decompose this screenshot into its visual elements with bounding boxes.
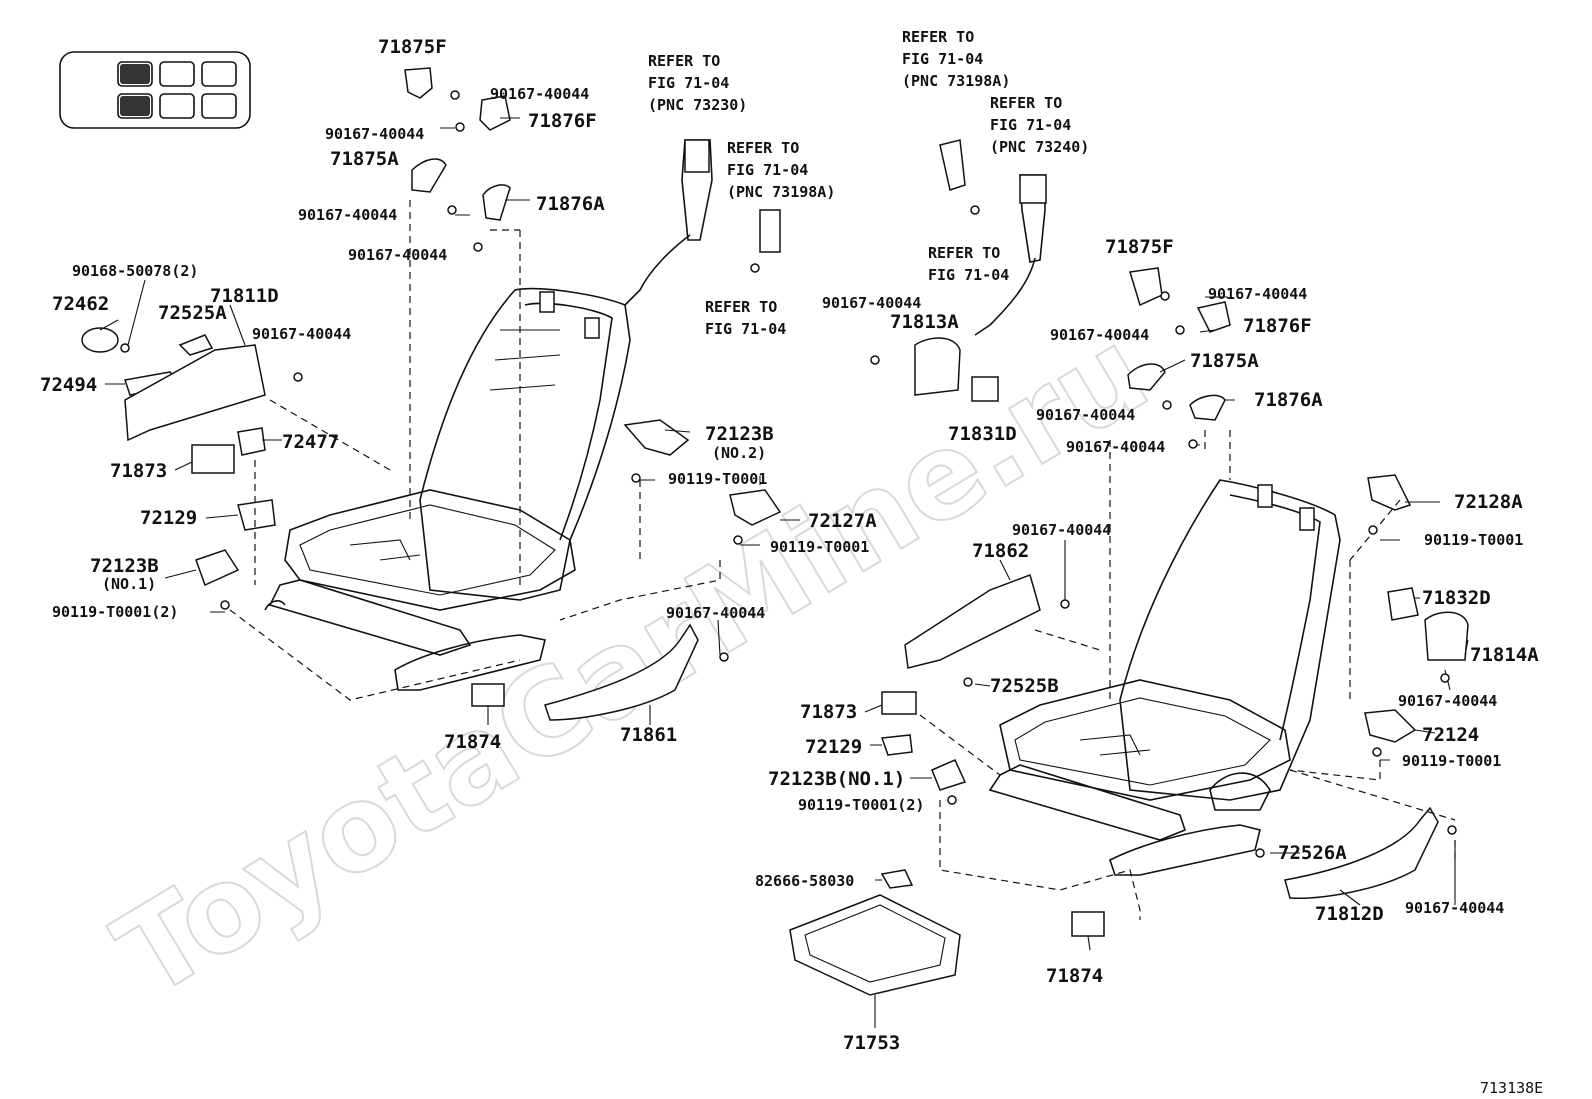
fasteners [120, 90, 1457, 858]
part-label: 90119-T0001 [1402, 752, 1501, 770]
watermark: ToyotaCarMine.ru [93, 301, 1170, 1024]
seat-layout-icon [59, 51, 251, 129]
left-seat-frame [264, 287, 631, 691]
part-label: 72129 [140, 507, 197, 529]
part-label: REFER TO [928, 244, 1000, 262]
part-label: (PNC 73198A) [727, 183, 835, 201]
part-label: 71814A [1470, 644, 1539, 666]
part-label: 72123B [90, 555, 159, 577]
part-label: 72494 [40, 374, 97, 396]
part-label: 72123B [705, 423, 774, 445]
part-label: 71876A [1254, 389, 1323, 411]
part-label: 72123B(NO.1) [768, 768, 905, 790]
leader-lines [99, 117, 1469, 1028]
part-label: 90167-40044 [298, 206, 397, 224]
part-label: 90167-40044 [1050, 326, 1149, 344]
part-label: 71813A [890, 311, 959, 333]
part-label: 90119-T0001(2) [798, 796, 924, 814]
part-label: 72129 [805, 736, 862, 758]
part-label: FIG 71-04 [990, 116, 1071, 134]
part-label: 71874 [444, 731, 501, 753]
part-label: 71832D [1422, 587, 1491, 609]
part-label: 71875F [378, 36, 447, 58]
part-label: 71753 [843, 1032, 900, 1054]
part-label: 72128A [1454, 491, 1523, 513]
right-seat-frame [988, 479, 1341, 876]
part-label: 71875A [1190, 350, 1259, 372]
part-label: 90167-40044 [1398, 692, 1497, 710]
part-label: 90168-50078(2) [72, 262, 198, 280]
part-label: 90167-40044 [325, 125, 424, 143]
part-label: REFER TO [902, 28, 974, 46]
part-label: 71876A [536, 193, 605, 215]
left-part-shapes [81, 67, 782, 721]
part-label: 90167-40044 [822, 294, 921, 312]
part-labels: 71875F 90167-40044 71876F 90167-40044 71… [40, 28, 1539, 1054]
part-label: 71811D [210, 285, 279, 307]
part-label: 72525B [990, 675, 1059, 697]
part-label: REFER TO [727, 139, 799, 157]
part-label: 72124 [1422, 724, 1479, 746]
part-label: FIG 71-04 [648, 74, 729, 92]
part-label: 82666-58030 [755, 872, 854, 890]
part-label: (PNC 73240) [990, 138, 1089, 156]
part-label: FIG 71-04 [705, 320, 786, 338]
part-label: REFER TO [705, 298, 777, 316]
part-label: 72525A [158, 302, 227, 324]
part-label: 72477 [282, 431, 339, 453]
part-label: 72127A [808, 510, 877, 532]
part-label: FIG 71-04 [902, 50, 983, 68]
diagram-code: 713138E [1480, 1079, 1543, 1097]
part-label: 90119-T0001(2) [52, 603, 178, 621]
part-label: 90119-T0001 [1424, 531, 1523, 549]
part-label: 90167-40044 [1066, 438, 1165, 456]
part-label: 72526A [1278, 842, 1347, 864]
part-label: 90167-40044 [348, 246, 447, 264]
part-label: 71812D [1315, 903, 1384, 925]
part-label: 90167-40044 [1405, 899, 1504, 917]
part-label: 71873 [800, 701, 857, 723]
part-label: REFER TO [648, 52, 720, 70]
part-label: 71876F [528, 110, 597, 132]
right-part-shapes [789, 139, 1469, 996]
part-label: 90167-40044 [252, 325, 351, 343]
part-label: (NO.2) [712, 444, 766, 462]
part-label: 90119-T0001 [668, 470, 767, 488]
part-label: 90167-40044 [1208, 285, 1307, 303]
part-label: 71873 [110, 460, 167, 482]
part-label: 90119-T0001 [770, 538, 869, 556]
part-label: 71875A [330, 148, 399, 170]
part-label: 90167-40044 [1012, 521, 1111, 539]
part-label: 90167-40044 [1036, 406, 1135, 424]
part-label: 71874 [1046, 965, 1103, 987]
part-label: (NO.1) [102, 575, 156, 593]
part-label: 71831D [948, 423, 1017, 445]
part-label: (PNC 73198A) [902, 72, 1010, 90]
part-label: 71876F [1243, 315, 1312, 337]
part-label: 90167-40044 [490, 85, 589, 103]
part-label: 90167-40044 [666, 604, 765, 622]
part-label: 71861 [620, 724, 677, 746]
part-label: FIG 71-04 [727, 161, 808, 179]
part-label: (PNC 73230) [648, 96, 747, 114]
part-label: 71875F [1105, 236, 1174, 258]
part-label: FIG 71-04 [928, 266, 1009, 284]
part-label: 72462 [52, 293, 109, 315]
part-label: REFER TO [990, 94, 1062, 112]
part-label: 71862 [972, 540, 1029, 562]
